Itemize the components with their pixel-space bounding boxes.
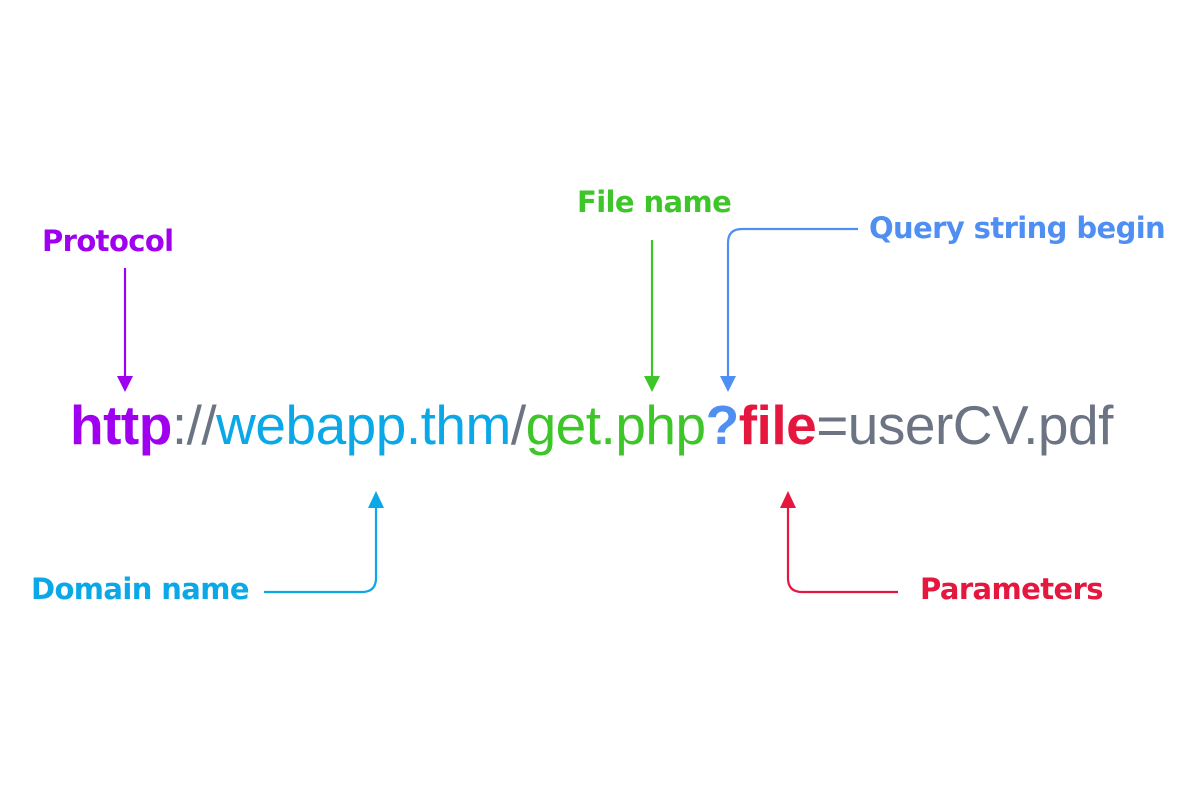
file-name-label: File name xyxy=(577,185,732,219)
url-example: http://webapp.thm/get.php?file=userCV.pd… xyxy=(70,398,1113,453)
url-file: get.php xyxy=(525,394,707,456)
parameters-arrow xyxy=(780,491,898,594)
url-separator-scheme: :// xyxy=(171,394,217,456)
parameters-label: Parameters xyxy=(920,572,1104,606)
domain-name-arrow xyxy=(264,491,384,594)
url-domain: webapp.thm xyxy=(216,394,511,456)
url-query-mark: ? xyxy=(705,394,740,456)
url-value: =userCV.pdf xyxy=(816,394,1113,456)
query-string-arrow xyxy=(720,227,858,392)
query-string-begin-label: Query string begin xyxy=(869,211,1166,245)
url-parameter: file xyxy=(738,394,817,456)
domain-name-label: Domain name xyxy=(31,572,250,606)
url-protocol: http xyxy=(70,394,172,456)
protocol-label: Protocol xyxy=(42,224,174,258)
file-name-arrow xyxy=(644,240,660,392)
url-separator-path: / xyxy=(510,394,526,456)
protocol-arrow xyxy=(117,268,133,392)
